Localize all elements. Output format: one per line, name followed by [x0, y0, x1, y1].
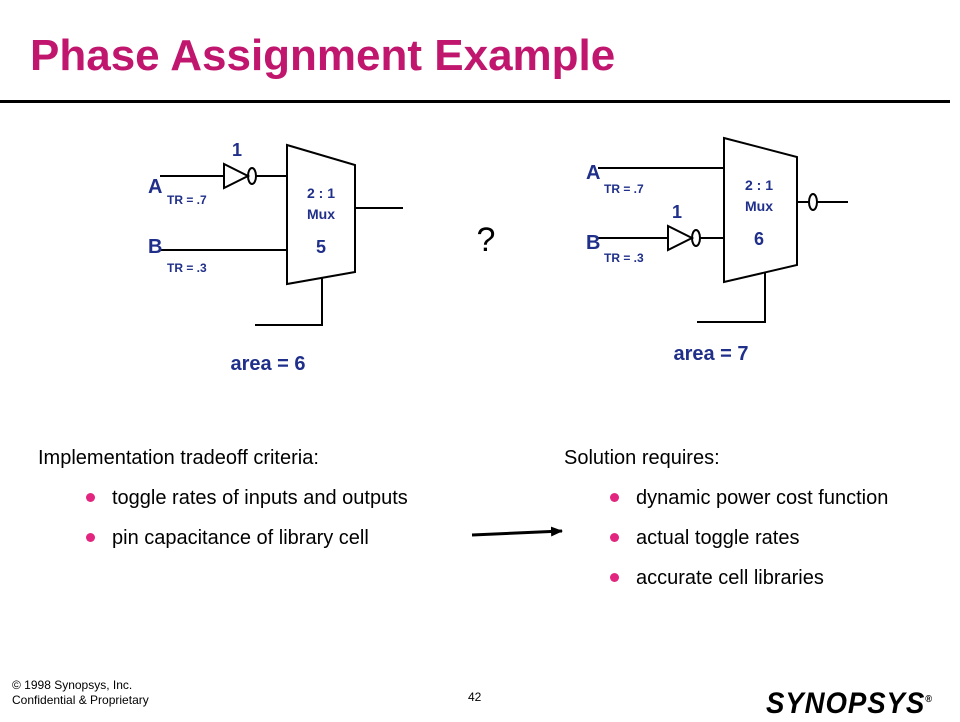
left-tr-a: TR = .7 [167, 193, 207, 207]
bullet-dot-icon [86, 493, 95, 502]
list-item: accurate cell libraries [610, 566, 888, 590]
right-input-a-label: A [586, 162, 600, 184]
right-output-bubble [808, 193, 818, 211]
right-inverter-area: 1 [672, 202, 682, 222]
bullet-dot-icon [86, 533, 95, 542]
question-mark: ? [477, 221, 496, 259]
right-mux-area: 6 [754, 229, 764, 249]
bullet-dot-icon [610, 493, 619, 502]
registered-mark: ® [925, 694, 933, 705]
left-inverter-triangle [223, 162, 251, 190]
right-tr-b: TR = .3 [604, 251, 644, 265]
list-item-text: toggle rates of inputs and outputs [112, 487, 408, 509]
list-item: toggle rates of inputs and outputs [86, 486, 408, 510]
right-mux-ratio: 2 : 1 [745, 177, 773, 193]
tradeoff-heading: Implementation tradeoff criteria: [38, 447, 319, 469]
confidential-text: Confidential & Proprietary [12, 693, 149, 707]
list-item: dynamic power cost function [610, 486, 888, 510]
right-total-area: area = 7 [673, 343, 748, 365]
right-tr-a: TR = .7 [604, 182, 644, 196]
left-mux-area: 5 [316, 237, 326, 257]
title-divider [0, 100, 950, 103]
solution-list: dynamic power cost function actual toggl… [610, 486, 888, 606]
right-circuit: A B TR = .7 TR = .3 1 2 : 1 Mux 6 area =… [586, 136, 848, 365]
left-inverter-area: 1 [232, 140, 242, 160]
left-mux-body [286, 143, 356, 286]
list-item-text: dynamic power cost function [636, 487, 889, 509]
bullet-dot-icon [610, 533, 619, 542]
synopsys-logo: SYNOPSYS® [766, 682, 933, 722]
right-input-b-label: B [586, 232, 600, 254]
left-mux-ratio: 2 : 1 [307, 185, 335, 201]
right-mux-body [723, 136, 798, 284]
left-tr-b: TR = .3 [167, 261, 207, 275]
list-item: pin capacitance of library cell [86, 526, 408, 550]
slide-title: Phase Assignment Example [30, 31, 616, 80]
bullet-dot-icon [610, 573, 619, 582]
left-mux-name: Mux [307, 206, 335, 222]
left-input-a-label: A [148, 176, 162, 198]
copyright-text: © 1998 Synopsys, Inc. [12, 678, 133, 692]
list-item-text: accurate cell libraries [636, 567, 824, 589]
right-mux-select [697, 272, 766, 323]
right-inverter-triangle [667, 224, 695, 252]
tradeoff-list: toggle rates of inputs and outputs pin c… [86, 486, 408, 566]
footer-copyright: © 1998 Synopsys, Inc. Confidential & Pro… [12, 678, 149, 708]
left-total-area: area = 6 [230, 353, 305, 375]
right-mux-name: Mux [745, 198, 773, 214]
logo-wordmark: SYNOPSYS [766, 687, 926, 720]
list-item: actual toggle rates [610, 526, 888, 550]
list-item-text: pin capacitance of library cell [112, 527, 369, 549]
page-number: 42 [468, 690, 482, 704]
criteria-to-solution-arrow [471, 526, 563, 537]
left-mux-select [255, 278, 323, 326]
list-item-text: actual toggle rates [636, 527, 800, 549]
left-input-b-label: B [148, 236, 162, 258]
solution-heading: Solution requires: [564, 447, 720, 469]
left-circuit: A B TR = .7 TR = .3 1 2 : 1 Mux 5 area =… [148, 140, 403, 375]
